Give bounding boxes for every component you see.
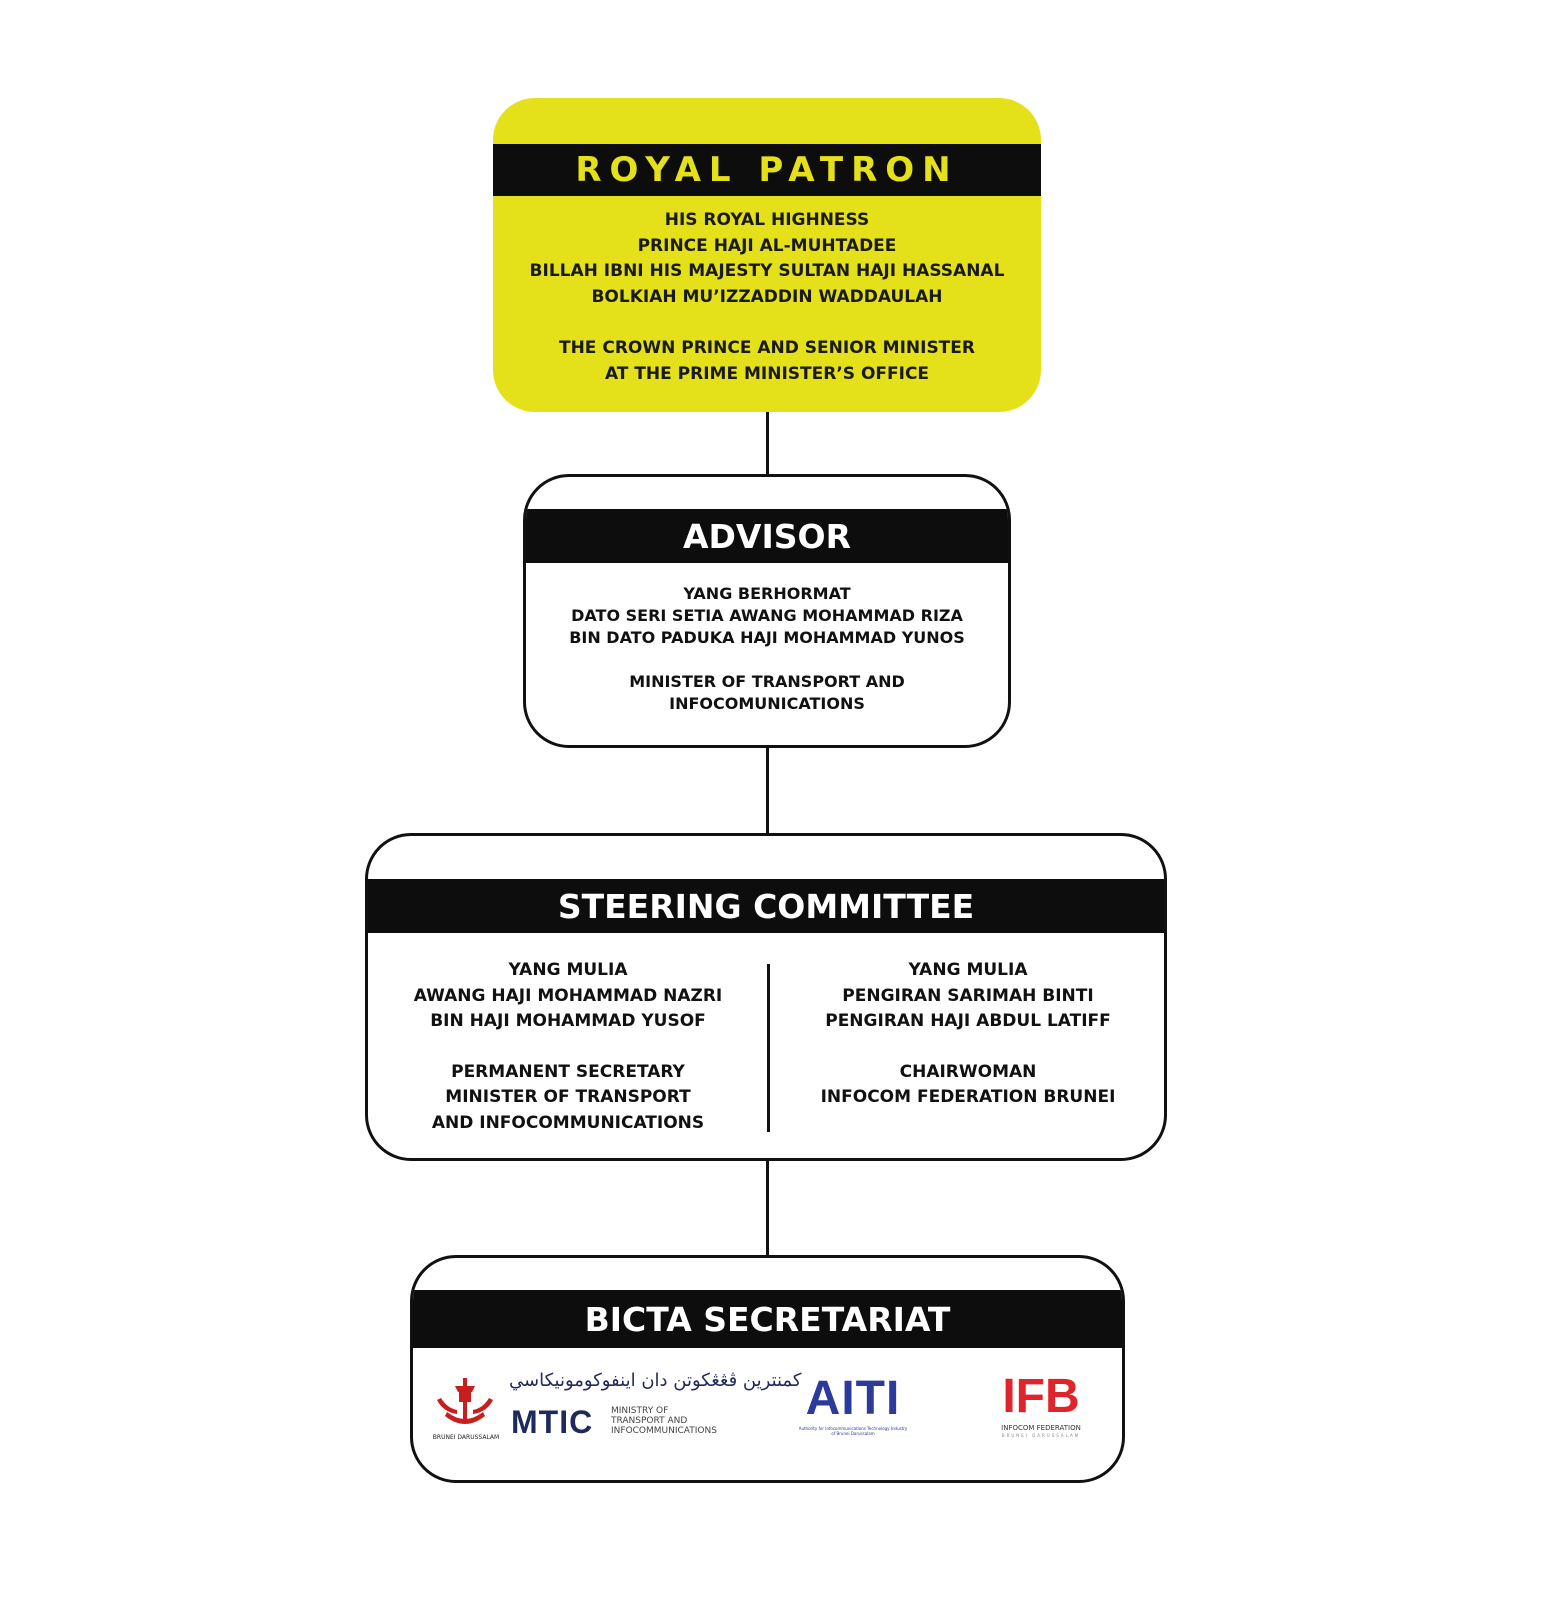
mtic-subtitle-line: MINISTRY OF [611, 1406, 669, 1416]
steering-member-right: YANG MULIA PENGIRAN SARIMAH BINTI PENGIR… [788, 958, 1148, 1111]
royal-patron-name-line: BOLKIAH MU’IZZADDIN WADDAULAH [591, 286, 943, 307]
secretariat-title: BICTA SECRETARIAT [413, 1290, 1122, 1348]
royal-patron-role: THE CROWN PRINCE AND SENIOR MINISTER AT … [493, 336, 1041, 387]
royal-patron-name-line: BILLAH IBNI HIS MAJESTY SULTAN HAJI HASS… [529, 261, 1005, 281]
advisor-box: ADVISOR YANG BERHORMAT DATO SERI SETIA A… [523, 474, 1011, 748]
member-role-line: PERMANENT SECRETARY [451, 1061, 685, 1082]
royal-patron-title: ROYAL PATRON [493, 144, 1041, 196]
advisor-name: YANG BERHORMAT DATO SERI SETIA AWANG MOH… [526, 583, 1008, 649]
member-name-line: PENGIRAN SARIMAH BINTI [842, 985, 1094, 1006]
steering-committee-title: STEERING COMMITTEE [368, 879, 1164, 933]
member-name-line: YANG MULIA [508, 960, 628, 980]
mtic-crest-caption: BRUNEI DARUSSALAM [432, 1434, 500, 1441]
royal-patron-role-line: THE CROWN PRINCE AND SENIOR MINISTER [558, 338, 975, 358]
aiti-tagline-line: of Brunei Darussalam [831, 1431, 875, 1436]
member-name-line: AWANG HAJI MOHAMMAD NAZRI [413, 985, 723, 1006]
member-role-line: CHAIRWOMAN [899, 1061, 1037, 1082]
advisor-name-line: BIN DATO PADUKA HAJI MOHAMMAD YUNOS [569, 628, 965, 647]
advisor-name-line: DATO SERI SETIA AWANG MOHAMMAD RIZA [571, 606, 963, 625]
member-role-line: MINISTER OF TRANSPORT [445, 1087, 691, 1107]
member-name-line: YANG MULIA [908, 960, 1028, 980]
member-role-line: AND INFOCOMMUNICATIONS [431, 1112, 705, 1133]
aiti-acronym: AITI [805, 1372, 901, 1425]
advisor-name-line: YANG BERHORMAT [683, 584, 851, 603]
aiti-tagline: Authority for Infocommunications Technol… [778, 1426, 928, 1436]
advisor-role-line: INFOCOMUNICATIONS [669, 694, 865, 713]
mtic-subtitle-line: TRANSPORT AND [611, 1416, 688, 1426]
connector-advisor-steering [766, 746, 769, 835]
royal-patron-box: ROYAL PATRON HIS ROYAL HIGHNESS PRINCE H… [493, 98, 1041, 412]
ifb-subtitle: INFOCOM FEDERATION [1001, 1424, 1081, 1432]
royal-patron-name-line: PRINCE HAJI AL-MUHTADEE [637, 235, 897, 256]
royal-patron-name-line: HIS ROYAL HIGHNESS [664, 210, 870, 230]
royal-patron-name: HIS ROYAL HIGHNESS PRINCE HAJI AL-MUHTAD… [493, 208, 1041, 310]
steering-divider [767, 964, 770, 1132]
mtic-subtitle-line: INFOCOMMUNICATIONS [611, 1426, 717, 1436]
mtic-jawi-text: كمنترين ڤڠڠكوتن دان اينفوكومونيكاسي [509, 1370, 802, 1391]
member-name-line: PENGIRAN HAJI ABDUL LATIFF [825, 1011, 1111, 1031]
aiti-tagline-line: Authority for Infocommunications Technol… [798, 1426, 908, 1431]
ifb-acronym: IFB [1002, 1370, 1080, 1423]
steering-member-left: YANG MULIA AWANG HAJI MOHAMMAD NAZRI BIN… [388, 958, 748, 1136]
aiti-logo: AITI Authority for Infocommunications Te… [778, 1374, 928, 1440]
advisor-role: MINISTER OF TRANSPORT AND INFOCOMUNICATI… [526, 671, 1008, 715]
advisor-role-line: MINISTER OF TRANSPORT AND [629, 672, 905, 691]
brunei-crest-icon [437, 1378, 493, 1424]
ifb-subtitle-2: BRUNEI DARUSSALAM [1001, 1433, 1081, 1438]
mtic-logo: BRUNEI DARUSSALAM كمنترين ڤڠڠكوتن دان اي… [431, 1370, 802, 1446]
mtic-acronym: MTIC [511, 1404, 594, 1440]
secretariat-box: BICTA SECRETARIAT BRUNEI DARUSSALAM كمنت… [410, 1255, 1125, 1483]
member-role-line: INFOCOM FEDERATION BRUNEI [820, 1087, 1116, 1107]
ifb-logo: IFB INFOCOM FEDERATION BRUNEI DARUSSALAM [991, 1372, 1091, 1442]
advisor-title: ADVISOR [526, 509, 1008, 563]
steering-committee-box: STEERING COMMITTEE YANG MULIA AWANG HAJI… [365, 833, 1167, 1161]
royal-patron-role-line: AT THE PRIME MINISTER’S OFFICE [604, 363, 930, 384]
mtic-subtitle: MINISTRY OF TRANSPORT AND INFOCOMMUNICAT… [611, 1406, 717, 1436]
connector-steering-secretariat [766, 1159, 769, 1257]
member-name-line: BIN HAJI MOHAMMAD YUSOF [430, 1011, 706, 1031]
connector-patron-advisor [766, 410, 769, 476]
